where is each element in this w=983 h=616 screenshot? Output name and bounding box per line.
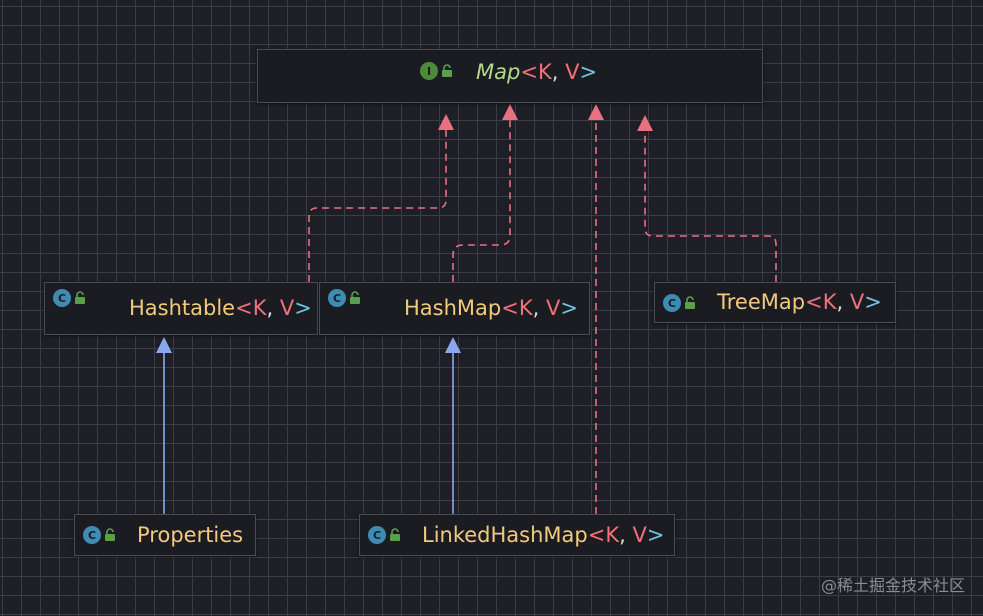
interface-icon: I xyxy=(420,62,438,80)
map-param-k: K xyxy=(537,60,552,84)
arrowhead-linkedhashmap-hashmap xyxy=(445,337,461,353)
badge-group: C xyxy=(83,526,116,544)
badge-group: C xyxy=(368,526,401,544)
badge-group: C xyxy=(663,294,696,312)
treemap-name: TreeMap xyxy=(717,290,806,314)
node-linkedhashmap[interactable]: C LinkedHashMap<K, V> xyxy=(359,514,675,556)
lock-icon xyxy=(685,296,695,309)
class-icon: C xyxy=(663,294,681,312)
linkedhashmap-param-v: V xyxy=(632,523,647,547)
lock-icon xyxy=(105,528,115,541)
hashmap-name: HashMap xyxy=(404,296,502,320)
lock-icon xyxy=(390,528,400,541)
linkedhashmap-name: LinkedHashMap xyxy=(422,523,588,547)
watermark: @稀土掘金技术社区 xyxy=(820,576,965,595)
edge-hashtable-implements-map xyxy=(308,128,447,282)
hashtable-param-k: K xyxy=(252,296,267,320)
class-icon: C xyxy=(368,526,386,544)
arrowhead-treemap-map xyxy=(637,115,653,131)
node-treemap[interactable]: C TreeMap<K, V> xyxy=(654,282,896,323)
node-hashmap[interactable]: C HashMap<K, V> xyxy=(319,282,590,335)
node-linkedhashmap-label: LinkedHashMap<K, V> xyxy=(422,523,665,547)
edge-hashmap-implements-map xyxy=(452,118,511,282)
node-properties[interactable]: C Properties xyxy=(74,514,256,556)
arrowhead-properties-hashtable xyxy=(156,337,172,353)
map-param-v: V xyxy=(565,60,580,84)
lock-icon xyxy=(75,291,85,304)
badge-group: C xyxy=(328,289,361,307)
treemap-param-k: K xyxy=(822,290,837,314)
badge-group: C xyxy=(53,289,86,307)
lock-icon xyxy=(350,291,360,304)
badge-group: I xyxy=(420,62,453,80)
hashmap-param-v: V xyxy=(545,296,561,320)
node-map[interactable]: I Map<K, V> xyxy=(257,49,763,103)
arrowhead-hashmap-map xyxy=(502,104,518,120)
map-name: Map xyxy=(476,60,521,84)
arrowhead-linkedhashmap-map xyxy=(588,104,604,120)
node-treemap-label: TreeMap<K, V> xyxy=(717,290,882,314)
node-hashtable[interactable]: C Hashtable<K, V> xyxy=(44,282,318,335)
hashtable-param-v: V xyxy=(279,296,295,320)
properties-name: Properties xyxy=(137,523,244,547)
edge-treemap-implements-map xyxy=(644,130,777,282)
class-icon: C xyxy=(328,289,346,307)
class-icon: C xyxy=(83,526,101,544)
node-map-label: Map<K, V> xyxy=(476,60,598,84)
node-hashmap-label: HashMap<K, V> xyxy=(404,296,578,320)
arrowhead-hashtable-map xyxy=(438,114,454,130)
hashtable-name: Hashtable xyxy=(129,296,236,320)
treemap-param-v: V xyxy=(849,290,865,314)
hashmap-param-k: K xyxy=(518,296,533,320)
node-hashtable-label: Hashtable<K, V> xyxy=(129,296,312,320)
class-icon: C xyxy=(53,289,71,307)
linkedhashmap-param-k: K xyxy=(605,523,620,547)
lock-icon xyxy=(442,64,452,77)
